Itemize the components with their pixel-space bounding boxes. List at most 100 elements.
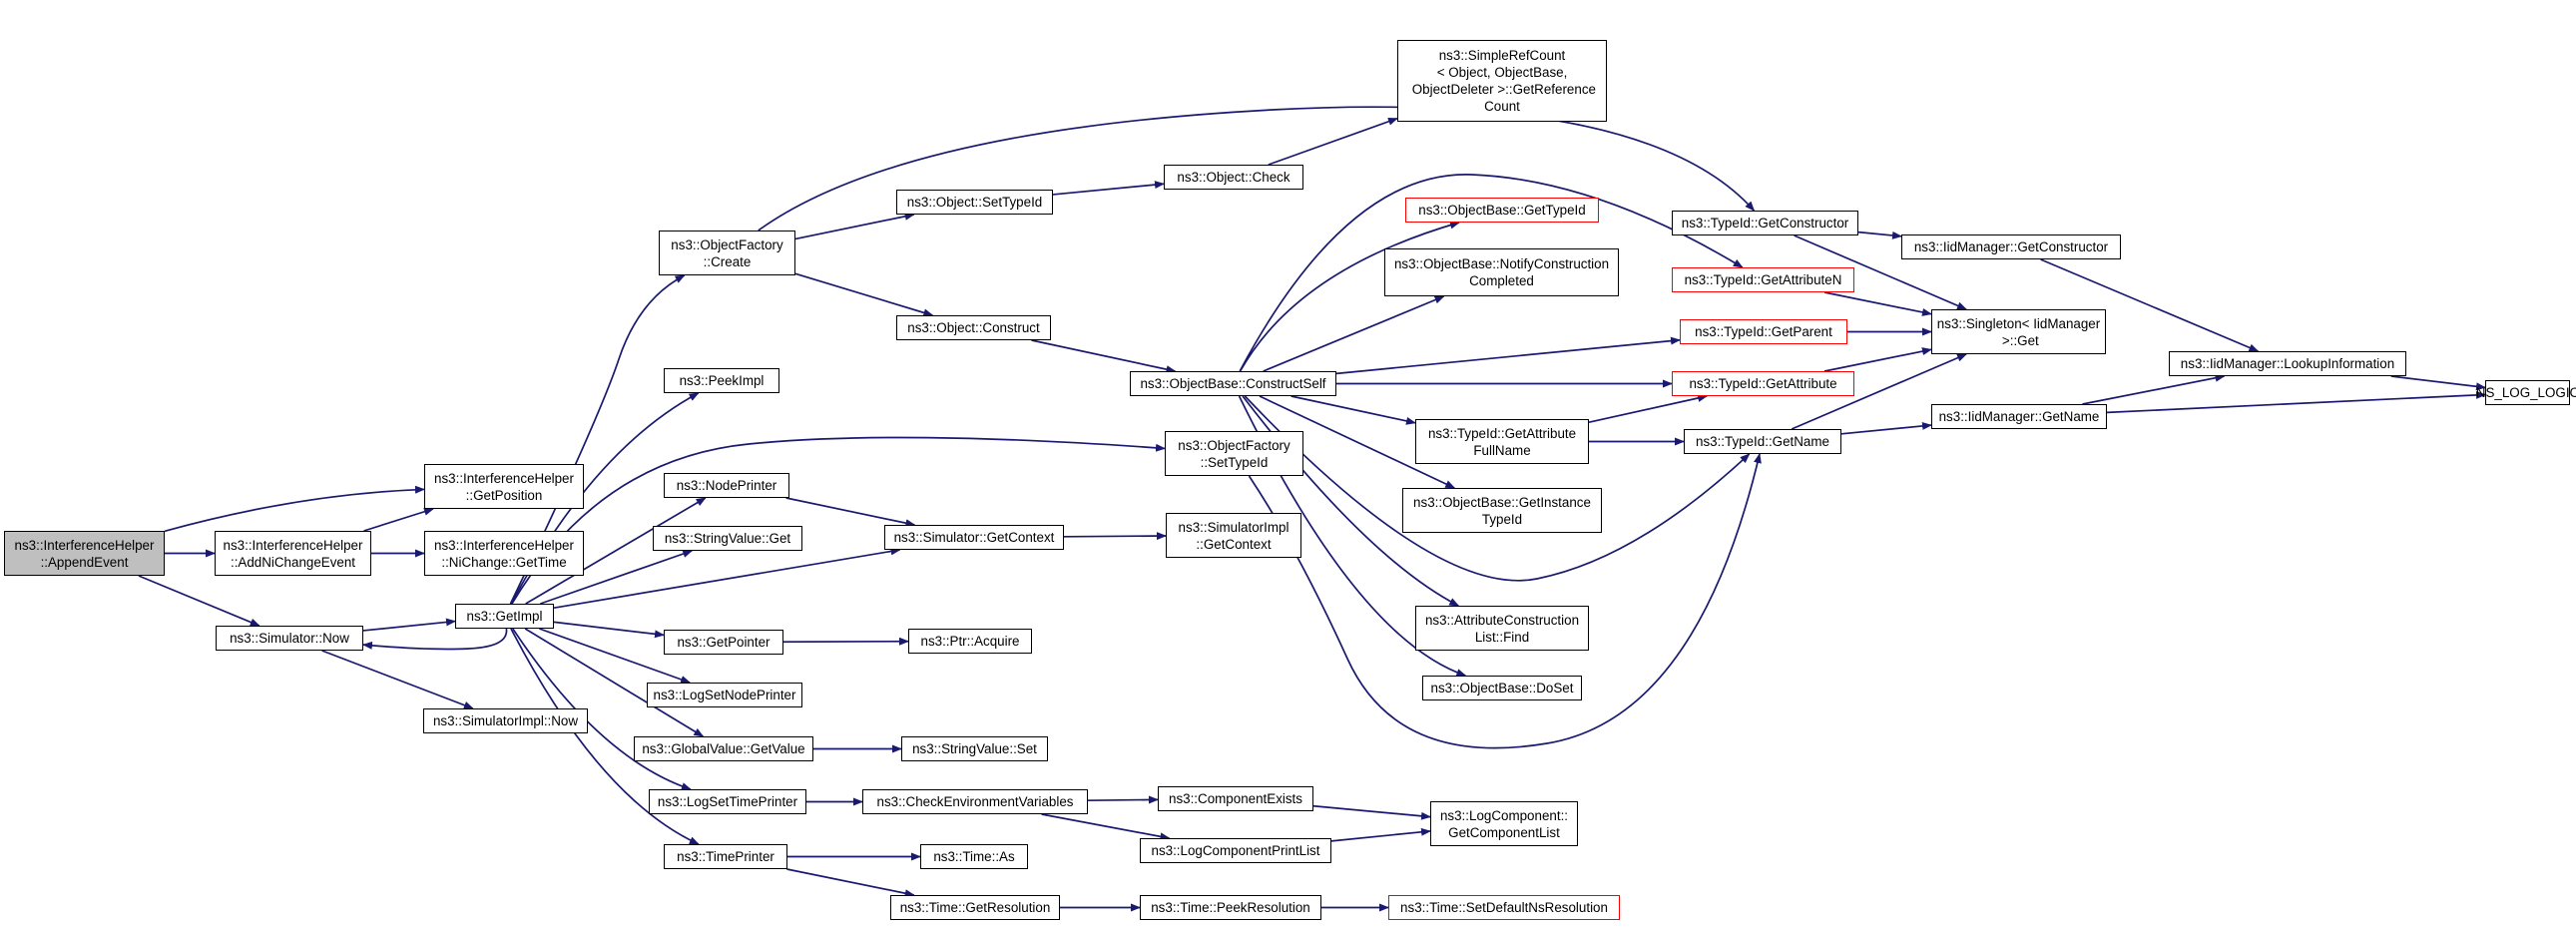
node-log-component-print-list[interactable]: ns3::LogComponentPrintList — [1140, 838, 1331, 863]
node-iid-manager-lookup-information[interactable]: ns3::IidManager::LookupInformation — [2169, 351, 2406, 376]
node-simulator-now[interactable]: ns3::Simulator::Now — [216, 626, 363, 651]
edge-type-id-get-constructor-to-iid-manager-get-constructor — [1857, 231, 1902, 239]
node-ns-log-logic[interactable]: NS_LOG_LOGIC — [2476, 380, 2576, 405]
node-object-base-notify-construction-completed[interactable]: ns3::ObjectBase::NotifyConstruction Comp… — [1384, 248, 1619, 296]
edge-iid-manager-get-name-to-ns-log-logic — [2106, 390, 2486, 414]
node-time-peek-resolution[interactable]: ns3::Time::PeekResolution — [1140, 895, 1321, 920]
edge-object-base-construct-self-to-type-id-get-attribute-full-name — [1290, 395, 1416, 425]
node-interference-helper-add-ni-change-event[interactable]: ns3::InterferenceHelper ::AddNiChangeEve… — [215, 531, 371, 576]
edge-get-pointer-to-ptr-acquire — [782, 637, 909, 646]
node-time-as[interactable]: ns3::Time::As — [920, 844, 1028, 869]
edge-object-base-construct-self-to-type-id-get-name — [1244, 395, 1751, 582]
edge-get-impl-to-object-factory-create — [509, 274, 686, 605]
edge-simulator-now-to-get-impl — [362, 618, 456, 632]
node-object-base-get-instance-type-id[interactable]: ns3::ObjectBase::GetInstance TypeId — [1402, 488, 1602, 533]
edge-add-ni-change-event-to-get-position — [363, 507, 434, 532]
edge-type-id-get-attribute-full-name-to-type-id-get-attribute — [1588, 394, 1709, 424]
edge-iid-manager-lookup-information-to-ns-log-logic — [2390, 375, 2486, 391]
node-type-id-get-attribute-n[interactable]: ns3::TypeId::GetAttributeN — [1672, 267, 1854, 292]
edge-object-base-construct-self-to-object-base-get-type-id — [1239, 221, 1460, 372]
node-type-id-get-attribute[interactable]: ns3::TypeId::GetAttribute — [1672, 371, 1854, 396]
node-time-get-resolution[interactable]: ns3::Time::GetResolution — [890, 895, 1060, 920]
node-simulator-get-context[interactable]: ns3::Simulator::GetContext — [884, 525, 1064, 550]
edge-get-impl-to-node-printer — [525, 497, 707, 605]
node-type-id-get-attribute-full-name[interactable]: ns3::TypeId::GetAttribute FullName — [1415, 419, 1589, 464]
edge-node-printer-to-simulator-get-context — [785, 497, 916, 528]
node-type-id-get-name[interactable]: ns3::TypeId::GetName — [1684, 429, 1841, 454]
node-log-component-get-component-list[interactable]: ns3::LogComponent:: GetComponentList — [1430, 801, 1578, 846]
node-iid-manager-get-name[interactable]: ns3::IidManager::GetName — [1931, 404, 2107, 429]
edge-type-id-get-attribute-n-to-singleton-iid-manager-get — [1823, 291, 1932, 316]
node-time-printer[interactable]: ns3::TimePrinter — [664, 844, 787, 869]
node-peek-impl[interactable]: ns3::PeekImpl — [664, 368, 779, 393]
edge-check-environment-variables-to-component-exists — [1087, 795, 1159, 804]
edge-check-environment-variables-to-log-component-print-list — [1041, 813, 1171, 841]
edge-get-impl-to-log-set-time-printer — [512, 628, 692, 790]
node-object-base-get-type-id[interactable]: ns3::ObjectBase::GetTypeId — [1405, 198, 1599, 223]
node-object-factory-create[interactable]: ns3::ObjectFactory ::Create — [659, 231, 795, 275]
node-simulator-impl-get-context[interactable]: ns3::SimulatorImpl ::GetContext — [1166, 513, 1301, 558]
node-object-construct[interactable]: ns3::Object::Construct — [896, 315, 1051, 340]
edge-get-impl-to-string-value-get — [540, 550, 694, 605]
edge-get-impl-to-time-printer — [510, 628, 700, 845]
node-interference-helper-ni-change-get-time[interactable]: ns3::InterferenceHelper ::NiChange::GetT… — [424, 531, 584, 576]
node-interference-helper-get-position[interactable]: ns3::InterferenceHelper ::GetPosition — [424, 464, 584, 509]
node-object-check[interactable]: ns3::Object::Check — [1164, 165, 1303, 190]
edge-component-exists-to-log-component-get-component-list — [1312, 804, 1431, 820]
edge-object-factory-create-to-object-construct — [794, 272, 934, 317]
node-ptr-acquire[interactable]: ns3::Ptr::Acquire — [908, 629, 1032, 654]
edge-object-set-type-id-to-object-check — [1052, 181, 1165, 196]
node-node-printer[interactable]: ns3::NodePrinter — [664, 473, 789, 498]
edge-object-base-construct-self-to-type-id-get-attribute-n — [1239, 174, 1744, 372]
edge-type-id-get-constructor-to-singleton-iid-manager-get — [1794, 234, 1967, 310]
node-interference-helper-append-event: ns3::InterferenceHelper ::AppendEvent — [4, 531, 165, 576]
edge-log-component-print-list-to-log-component-get-component-list — [1330, 827, 1431, 842]
edge-iid-manager-get-constructor-to-iid-manager-lookup-information — [2040, 258, 2260, 352]
node-simple-ref-count-get-reference-count[interactable]: ns3::SimpleRefCount < Object, ObjectBase… — [1397, 40, 1607, 122]
edge-object-construct-to-object-base-construct-self — [1031, 339, 1177, 374]
node-component-exists[interactable]: ns3::ComponentExists — [1158, 786, 1313, 811]
edge-simulator-get-context-to-simulator-impl-get-context — [1063, 532, 1167, 541]
node-type-id-get-constructor[interactable]: ns3::TypeId::GetConstructor — [1672, 211, 1858, 235]
edge-get-impl-to-object-factory-set-type-id — [511, 436, 1166, 605]
node-check-environment-variables[interactable]: ns3::CheckEnvironmentVariables — [862, 789, 1088, 814]
node-get-pointer[interactable]: ns3::GetPointer — [664, 630, 783, 655]
node-log-set-time-printer[interactable]: ns3::LogSetTimePrinter — [649, 789, 806, 814]
edge-simulator-now-to-simulator-impl-now — [321, 650, 474, 709]
node-singleton-iid-manager-get[interactable]: ns3::Singleton< IidManager >::Get — [1931, 309, 2106, 354]
node-log-set-node-printer[interactable]: ns3::LogSetNodePrinter — [647, 683, 802, 707]
edge-append-event-to-get-position — [164, 485, 425, 533]
edge-object-base-construct-self-to-object-base-notify-construction-completed — [1263, 295, 1445, 372]
edge-time-printer-to-time-get-resolution — [786, 868, 915, 898]
node-type-id-get-parent[interactable]: ns3::TypeId::GetParent — [1680, 319, 1847, 344]
node-object-base-construct-self[interactable]: ns3::ObjectBase::ConstructSelf — [1130, 371, 1336, 396]
edge-type-id-get-attribute-to-singleton-iid-manager-get — [1823, 347, 1932, 372]
node-global-value-get-value[interactable]: ns3::GlobalValue::GetValue — [634, 736, 813, 761]
edge-object-factory-create-to-object-set-type-id — [794, 212, 915, 240]
edge-object-factory-set-type-id-to-type-id-get-name — [1248, 453, 1762, 749]
node-string-value-get[interactable]: ns3::StringValue::Get — [653, 526, 802, 551]
edge-object-base-construct-self-to-object-base-get-instance-type-id — [1259, 395, 1456, 489]
node-simulator-impl-now[interactable]: ns3::SimulatorImpl::Now — [423, 708, 588, 733]
node-time-set-default-ns-resolution[interactable]: ns3::Time::SetDefaultNsResolution — [1388, 895, 1620, 920]
edge-append-event-to-simulator-now — [138, 575, 260, 627]
edge-get-impl-to-get-pointer — [553, 621, 665, 639]
edge-object-factory-create-to-type-id-get-constructor — [758, 106, 1756, 232]
node-get-impl[interactable]: ns3::GetImpl — [455, 604, 554, 629]
edge-type-id-get-name-to-singleton-iid-manager-get — [1791, 353, 1967, 430]
node-object-factory-set-type-id[interactable]: ns3::ObjectFactory ::SetTypeId — [1165, 431, 1303, 476]
edge-iid-manager-get-name-to-iid-manager-lookup-information — [2082, 373, 2226, 405]
node-object-set-type-id[interactable]: ns3::Object::SetTypeId — [896, 190, 1053, 215]
edge-object-check-to-simple-ref-count-get-reference-count — [1268, 117, 1398, 166]
edge-get-impl-to-global-value-get-value — [524, 628, 705, 737]
node-object-base-do-set[interactable]: ns3::ObjectBase::DoSet — [1422, 676, 1582, 700]
node-string-value-set[interactable]: ns3::StringValue::Set — [901, 736, 1048, 761]
edge-get-impl-to-log-set-node-printer — [539, 628, 692, 684]
node-iid-manager-get-constructor[interactable]: ns3::IidManager::GetConstructor — [1901, 234, 2121, 259]
edge-get-impl-to-simulator-now — [362, 628, 508, 651]
node-attribute-construction-list-find[interactable]: ns3::AttributeConstruction List::Find — [1415, 606, 1589, 651]
edge-type-id-get-name-to-iid-manager-get-name — [1840, 421, 1932, 435]
edge-object-base-construct-self-to-type-id-get-parent — [1335, 336, 1681, 375]
